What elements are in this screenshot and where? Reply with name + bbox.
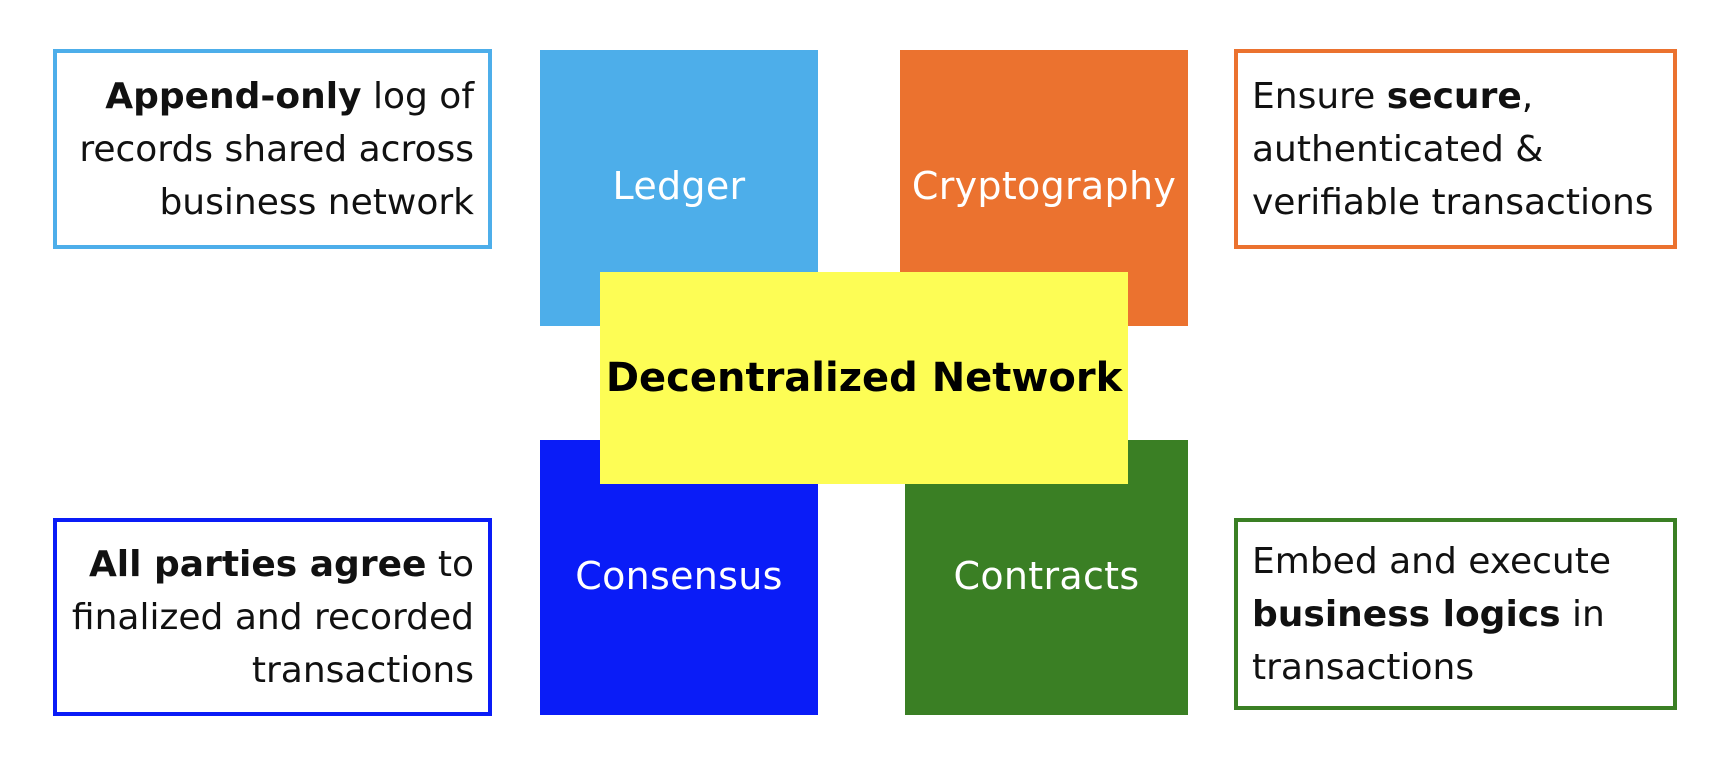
contracts-description-line2-rest: in <box>1560 593 1605 635</box>
consensus-description-box: All parties agree to finalized and recor… <box>53 518 492 716</box>
contracts-description-bold: business logics <box>1252 593 1561 635</box>
cryptography-description-text: Ensure secure, authenticated & verifiabl… <box>1238 70 1673 229</box>
contracts-description-line3: transactions <box>1252 646 1475 688</box>
ledger-label: Ledger <box>612 164 746 208</box>
ledger-description-line1-rest: log of <box>361 75 474 117</box>
contracts-label: Contracts <box>953 554 1140 598</box>
consensus-description-bold: All parties agree <box>88 543 427 585</box>
decentralized-network-box: Decentralized Network <box>600 272 1128 484</box>
decentralized-network-label: Decentralized Network <box>605 355 1123 401</box>
cryptography-description-post: , <box>1521 75 1534 117</box>
contracts-description-line1: Embed and execute <box>1252 540 1612 582</box>
contracts-description-text: Embed and execute business logics in tra… <box>1238 535 1673 694</box>
ledger-description-box: Append-only log of records shared across… <box>53 49 492 249</box>
contracts-box: Contracts <box>905 440 1188 715</box>
cryptography-description-bold: secure <box>1386 75 1522 117</box>
ledger-description-bold: Append-only <box>105 75 362 117</box>
cryptography-description-line2: authenticated & <box>1252 128 1544 170</box>
consensus-description-line2: finalized and recorded <box>71 596 474 638</box>
cryptography-description-box: Ensure secure, authenticated & verifiabl… <box>1234 49 1677 249</box>
consensus-label: Consensus <box>575 554 783 598</box>
consensus-box: Consensus <box>540 440 818 715</box>
contracts-description-box: Embed and execute business logics in tra… <box>1234 518 1677 710</box>
cryptography-description-line3: verifiable transactions <box>1252 181 1654 223</box>
consensus-description-text: All parties agree to finalized and recor… <box>57 538 488 697</box>
cryptography-description-pre: Ensure <box>1252 75 1387 117</box>
ledger-description-text: Append-only log of records shared across… <box>57 70 488 229</box>
consensus-description-line3: transactions <box>251 649 474 691</box>
consensus-description-line1-rest: to <box>426 543 474 585</box>
cryptography-label: Cryptography <box>911 164 1177 208</box>
ledger-description-line2: records shared across <box>79 128 474 170</box>
ledger-description-line3: business network <box>159 181 474 223</box>
